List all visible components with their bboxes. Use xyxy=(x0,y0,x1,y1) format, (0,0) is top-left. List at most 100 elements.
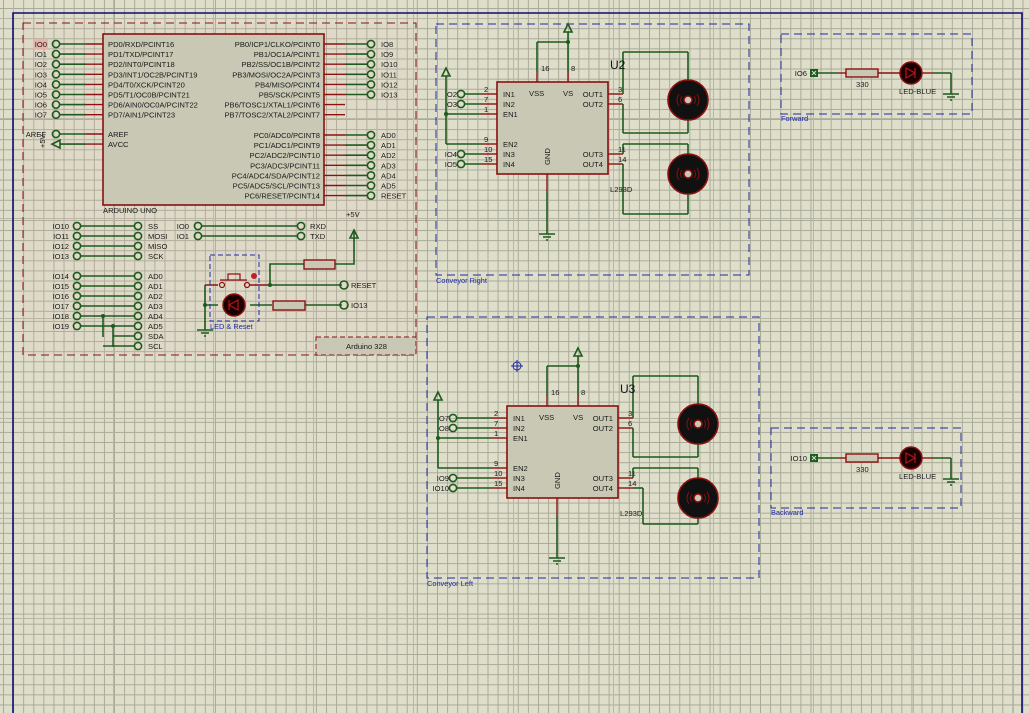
resistor-led13[interactable] xyxy=(272,300,306,311)
terminal-ad1[interactable] xyxy=(366,140,376,150)
net-label: IO6 xyxy=(795,69,807,78)
terminal[interactable] xyxy=(72,301,82,311)
net-label: IO1 xyxy=(177,232,189,241)
terminal[interactable] xyxy=(133,321,143,331)
terminal[interactable] xyxy=(193,221,203,231)
terminal[interactable] xyxy=(133,221,143,231)
dc-motor[interactable] xyxy=(667,79,709,121)
terminal-io2[interactable] xyxy=(456,89,466,99)
terminal[interactable] xyxy=(296,231,306,241)
pin-label: OUT1 xyxy=(593,414,613,423)
ground-icon xyxy=(943,93,959,101)
block-label: Conveyor Right xyxy=(436,276,487,285)
terminal-io3[interactable] xyxy=(51,69,61,79)
terminal-io9[interactable] xyxy=(366,49,376,59)
terminal-io1[interactable] xyxy=(51,49,61,59)
terminal-io4[interactable] xyxy=(456,149,466,159)
terminal-io12[interactable] xyxy=(366,80,376,89)
reset-pushbutton[interactable] xyxy=(218,273,258,289)
net-label: MISO xyxy=(148,242,168,251)
led-blue[interactable] xyxy=(899,446,923,470)
net-label: IO7 xyxy=(437,414,449,423)
terminal-ad0[interactable] xyxy=(366,130,376,140)
terminal-io6[interactable] xyxy=(51,100,61,109)
terminal-io4[interactable] xyxy=(51,80,61,89)
terminal-marker-icon xyxy=(811,70,817,76)
terminal-io10[interactable] xyxy=(448,483,458,493)
terminal[interactable] xyxy=(133,331,143,341)
dc-motor[interactable] xyxy=(677,403,719,445)
terminal-reset[interactable] xyxy=(366,191,376,200)
terminal[interactable] xyxy=(72,291,82,301)
terminal-io9[interactable] xyxy=(448,473,458,483)
terminal[interactable] xyxy=(133,301,143,311)
terminal[interactable] xyxy=(296,221,306,231)
terminal-io5[interactable] xyxy=(456,159,466,169)
terminal[interactable] xyxy=(72,221,82,231)
terminal-io8[interactable] xyxy=(366,39,376,49)
terminal-io7[interactable] xyxy=(448,413,458,423)
terminal-ad4[interactable] xyxy=(366,170,376,180)
led-blue[interactable] xyxy=(899,61,923,85)
terminal-io5[interactable] xyxy=(51,90,61,99)
block-label: Conveyor Left xyxy=(427,579,473,588)
resistor-reset-pullup[interactable] xyxy=(303,259,336,270)
terminal-reset[interactable] xyxy=(339,280,349,290)
resistor-330[interactable] xyxy=(845,453,879,463)
terminal[interactable] xyxy=(133,311,143,321)
terminal-io0[interactable] xyxy=(51,39,61,49)
terminal[interactable] xyxy=(133,251,143,261)
pin-label: VSS xyxy=(529,89,544,98)
l293d-chip[interactable] xyxy=(496,81,609,175)
l293d-chip[interactable] xyxy=(506,405,619,499)
terminal-aref[interactable] xyxy=(51,129,61,139)
terminal[interactable] xyxy=(72,231,82,241)
net-label: AD0 xyxy=(148,272,163,281)
dc-motor[interactable] xyxy=(677,477,719,519)
net-label: IO7 xyxy=(35,111,47,120)
diode-icon xyxy=(905,66,917,80)
terminal-ad2[interactable] xyxy=(366,150,376,160)
terminal[interactable] xyxy=(133,271,143,281)
led-io13[interactable] xyxy=(222,293,246,317)
terminal-io13[interactable] xyxy=(339,300,349,310)
pin-label: AVCC xyxy=(108,140,129,149)
terminal[interactable] xyxy=(72,271,82,281)
terminal[interactable] xyxy=(72,311,82,321)
terminal[interactable] xyxy=(193,231,203,241)
terminal-ad3[interactable] xyxy=(366,160,376,170)
pin-number: 1 xyxy=(484,105,488,114)
pin-number: 8 xyxy=(581,388,585,397)
terminal-io7[interactable] xyxy=(51,110,61,120)
power-arrow-icon xyxy=(432,390,444,401)
terminal-io8[interactable] xyxy=(448,423,458,433)
diode-icon xyxy=(905,451,917,465)
terminal[interactable] xyxy=(133,281,143,291)
terminal[interactable] xyxy=(133,341,143,351)
terminal[interactable] xyxy=(72,321,82,331)
terminal[interactable] xyxy=(133,231,143,241)
block-label: Forward xyxy=(781,114,808,123)
terminal[interactable] xyxy=(133,291,143,301)
terminal[interactable] xyxy=(72,281,82,291)
terminal-io11[interactable] xyxy=(366,69,376,79)
terminal-io3[interactable] xyxy=(456,99,466,109)
terminal[interactable] xyxy=(72,251,82,261)
terminal-ad5[interactable] xyxy=(366,181,376,190)
terminal[interactable] xyxy=(72,241,82,251)
resistor-330[interactable] xyxy=(845,68,879,78)
terminal[interactable] xyxy=(133,241,143,251)
terminal-io13[interactable] xyxy=(366,90,376,99)
terminal-io10[interactable] xyxy=(366,59,376,69)
pin-label: OUT4 xyxy=(593,484,613,493)
dc-motor[interactable] xyxy=(667,153,709,195)
net-label: IO17 xyxy=(53,302,69,311)
arduino-chip[interactable] xyxy=(102,33,325,206)
terminal-io2[interactable] xyxy=(51,59,61,69)
